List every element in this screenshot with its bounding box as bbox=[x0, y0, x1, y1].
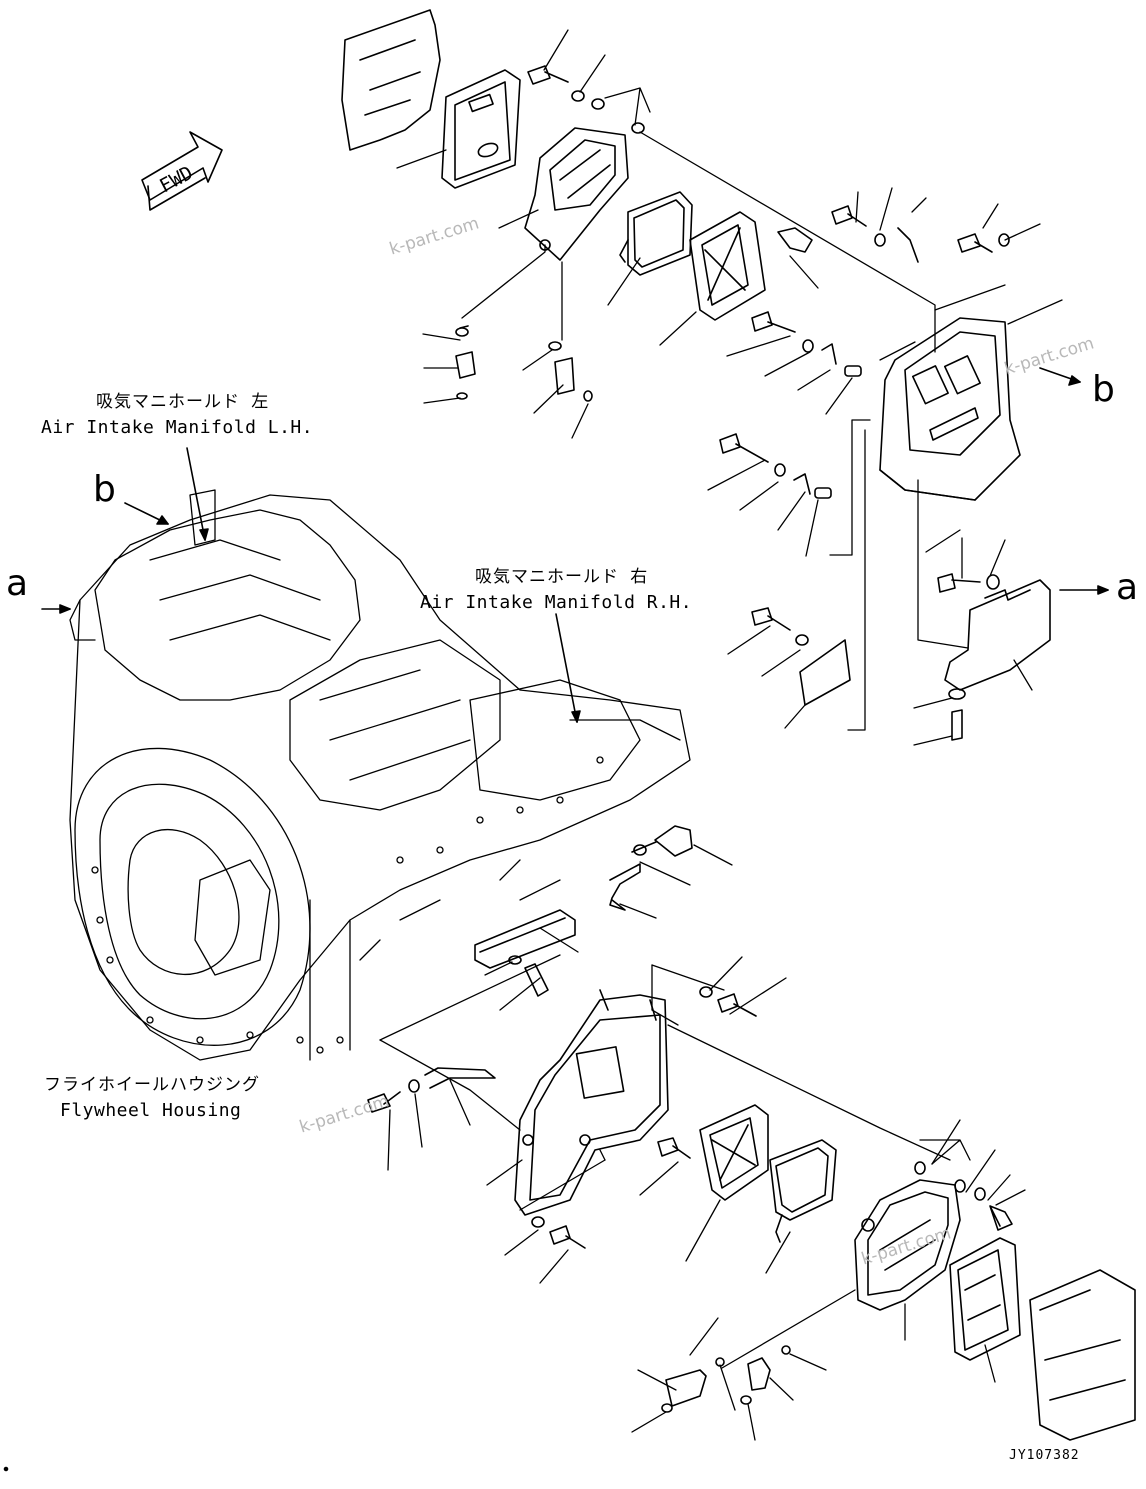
reference-arrows bbox=[41, 367, 1109, 723]
ecm-controller-upper bbox=[524, 127, 629, 261]
leader-lines bbox=[379, 29, 1063, 1441]
harness-bracket-middle bbox=[474, 825, 693, 997]
air-intake-manifold-rh-jp-label: 吸気マニホールド 右 bbox=[475, 567, 649, 587]
reference-a-right: a bbox=[1116, 567, 1139, 608]
flywheel-housing-jp-label: フライホイールハウジング bbox=[44, 1075, 260, 1095]
adapter-plate-upper bbox=[689, 211, 766, 321]
gasket-lower bbox=[769, 1139, 837, 1243]
air-intake-manifold-lh-jp-label: 吸気マニホールド 左 bbox=[96, 392, 270, 412]
corner-dot bbox=[3, 1466, 9, 1472]
reference-a-left: a bbox=[6, 563, 29, 604]
engine-block-ghost-main bbox=[69, 489, 691, 1061]
mounting-bracket-lower bbox=[514, 989, 669, 1216]
adapter-plate-lower bbox=[699, 1104, 769, 1201]
air-intake-manifold-rh-label: Air Intake Manifold R.H. bbox=[420, 592, 693, 613]
drawing-code: JY107382 bbox=[1009, 1448, 1080, 1463]
fasteners-upper bbox=[455, 65, 1010, 741]
reference-b-right: b bbox=[1092, 369, 1115, 410]
ecm-cover-upper bbox=[441, 69, 521, 189]
engine-block-ghost-upper bbox=[341, 9, 441, 151]
ecm-cover-lower bbox=[949, 1237, 1021, 1361]
flywheel-housing-label: Flywheel Housing bbox=[60, 1100, 242, 1121]
fwd-arrow-icon bbox=[141, 131, 223, 211]
ecm-controller-lower bbox=[854, 1179, 961, 1311]
mounting-bracket-upper-right bbox=[879, 317, 1021, 501]
engine-block-ghost-lower bbox=[1029, 1269, 1136, 1441]
gasket-upper bbox=[619, 191, 693, 276]
fasteners-lower bbox=[367, 986, 1013, 1413]
air-intake-manifold-lh-label: Air Intake Manifold L.H. bbox=[41, 417, 314, 438]
reference-b-left: b bbox=[93, 469, 116, 510]
bracket-lower-right bbox=[944, 579, 1051, 691]
